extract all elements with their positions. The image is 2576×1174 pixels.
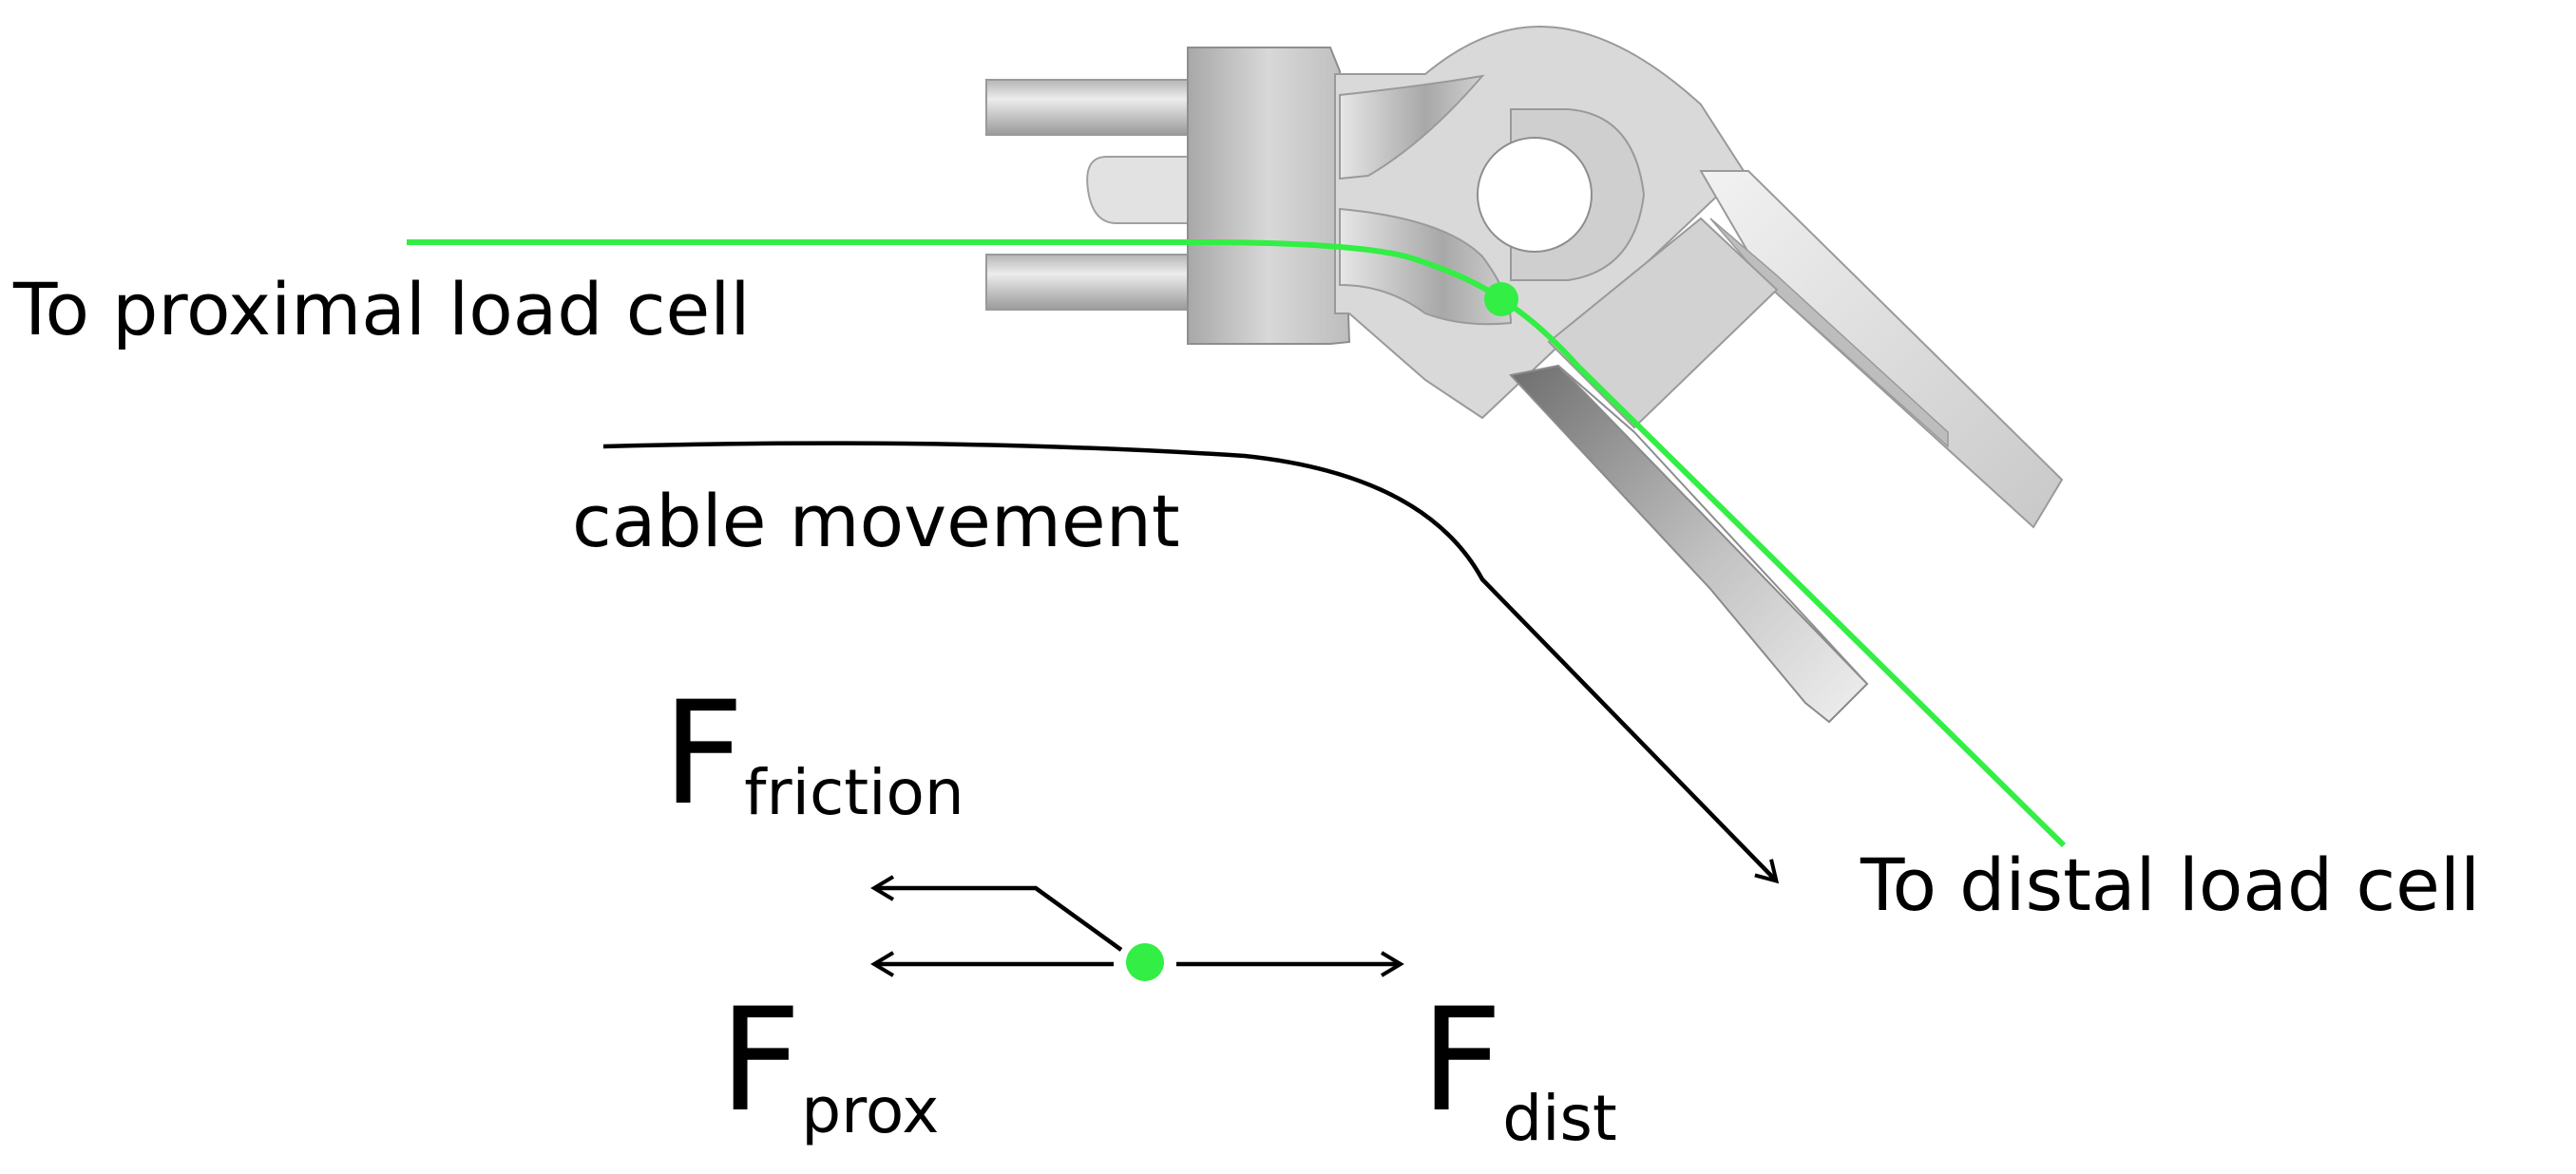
- friction-force-label: Ffriction: [662, 672, 964, 837]
- proximal-label: To proximal load cell: [12, 267, 750, 351]
- upper-arm: [1699, 170, 2064, 529]
- groove-upper: [1339, 74, 1485, 180]
- cable-line: [407, 239, 2067, 848]
- lower-arm: [1509, 364, 1869, 724]
- lower-arm-edge: [1557, 365, 1868, 685]
- cable: [407, 239, 2067, 848]
- slot-face: [1547, 217, 1779, 429]
- free-body-diagram: Ffriction Fprox Fdist: [662, 672, 1617, 1155]
- main-block: [1187, 47, 1351, 345]
- groove-lower: [1339, 207, 1513, 326]
- cable-movement-label: cable movement: [572, 479, 1180, 563]
- dist-force-label: Fdist: [1421, 978, 1617, 1155]
- lower-pin: [985, 254, 1196, 311]
- upper-pin: [985, 79, 1196, 136]
- distal-label: To distal load cell: [1860, 843, 2480, 927]
- friction-force-arrow: [870, 875, 1123, 952]
- prox-force-label: Fprox: [719, 978, 939, 1147]
- movement-arrow-line: [602, 441, 1780, 884]
- force-point-dot: [1126, 943, 1164, 981]
- cable-movement-arrow: [602, 441, 1780, 884]
- joint-part: [985, 25, 2064, 724]
- contact-point-dot: [1484, 282, 1518, 316]
- center-nose: [1086, 156, 1189, 224]
- pivot-hole: [1477, 137, 1593, 253]
